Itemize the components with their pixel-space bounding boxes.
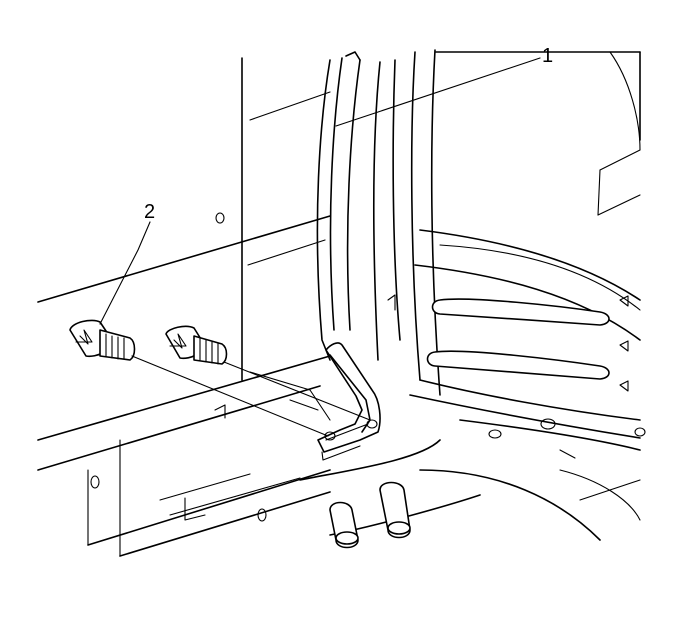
callout-1: 1: [335, 45, 553, 127]
callout-2: 2: [99, 201, 155, 325]
side-panel: [215, 57, 331, 381]
stud-left: [329, 501, 359, 549]
callout-2-label: 2: [144, 201, 155, 223]
wheelhouse-slots: [426, 295, 629, 392]
bracket: [317, 342, 381, 461]
rocker-panel: [37, 215, 331, 557]
install-lines: [131, 355, 371, 437]
callout-1-label: 1: [542, 45, 553, 67]
bolt-left: [69, 319, 136, 361]
wheelhouse: [409, 229, 641, 439]
bolt-right: [165, 325, 228, 365]
stud-right: [379, 481, 411, 539]
pillar-structure: [316, 49, 641, 396]
